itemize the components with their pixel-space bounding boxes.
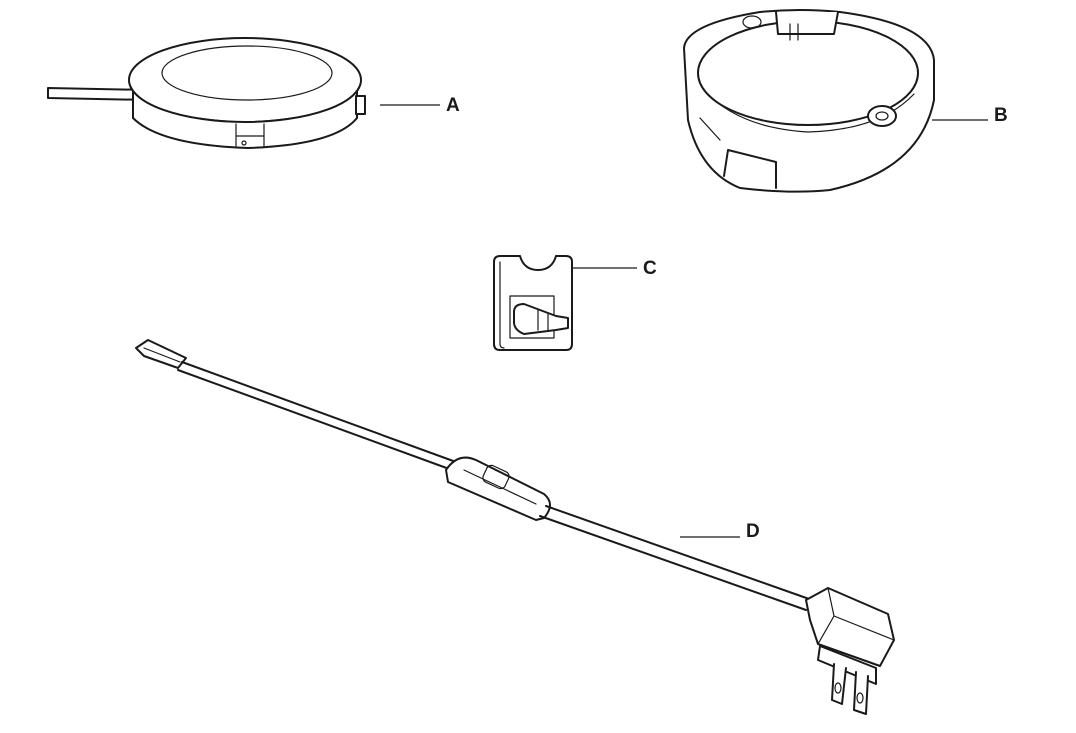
cord-cable-segment-1 [177, 361, 457, 471]
cord-plug [805, 587, 895, 667]
callout-label-c: C [643, 258, 657, 279]
callout-label-a: A [446, 95, 460, 116]
mounting-ring-screw-boss [867, 105, 897, 127]
callout-label-d: D [746, 521, 760, 542]
puck-light-rim [128, 37, 362, 123]
cord-cable-segment-2 [539, 505, 813, 611]
puck-light-part-a [47, 37, 366, 149]
power-cord-part-d [135, 339, 895, 715]
puck-light-side-clip [355, 95, 366, 115]
puck-light-notch [235, 123, 265, 147]
inline-switch [445, 456, 551, 521]
callout-label-b: B [994, 105, 1008, 126]
mounting-ring-side-slot [723, 149, 777, 189]
inline-switch-button [482, 464, 510, 490]
plug-prong-left [831, 663, 847, 705]
mounting-ring-top-notch [775, 11, 839, 35]
cable-clip-part-c [493, 255, 573, 351]
cable-clip-body [493, 255, 573, 351]
cable-clip-tab [513, 303, 569, 335]
puck-light-lens [161, 45, 333, 101]
mounting-ring-part-b [683, 9, 935, 193]
